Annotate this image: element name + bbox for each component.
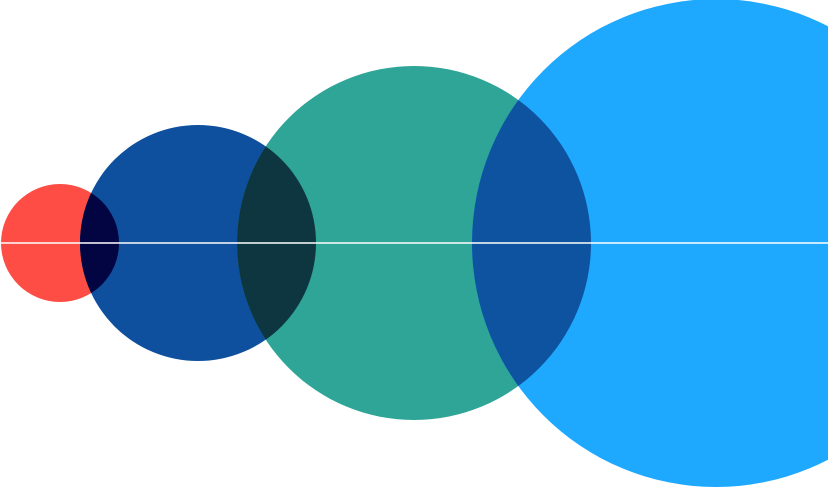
concentric-circles-graphic <box>0 0 828 487</box>
graphic-canvas <box>0 0 828 487</box>
